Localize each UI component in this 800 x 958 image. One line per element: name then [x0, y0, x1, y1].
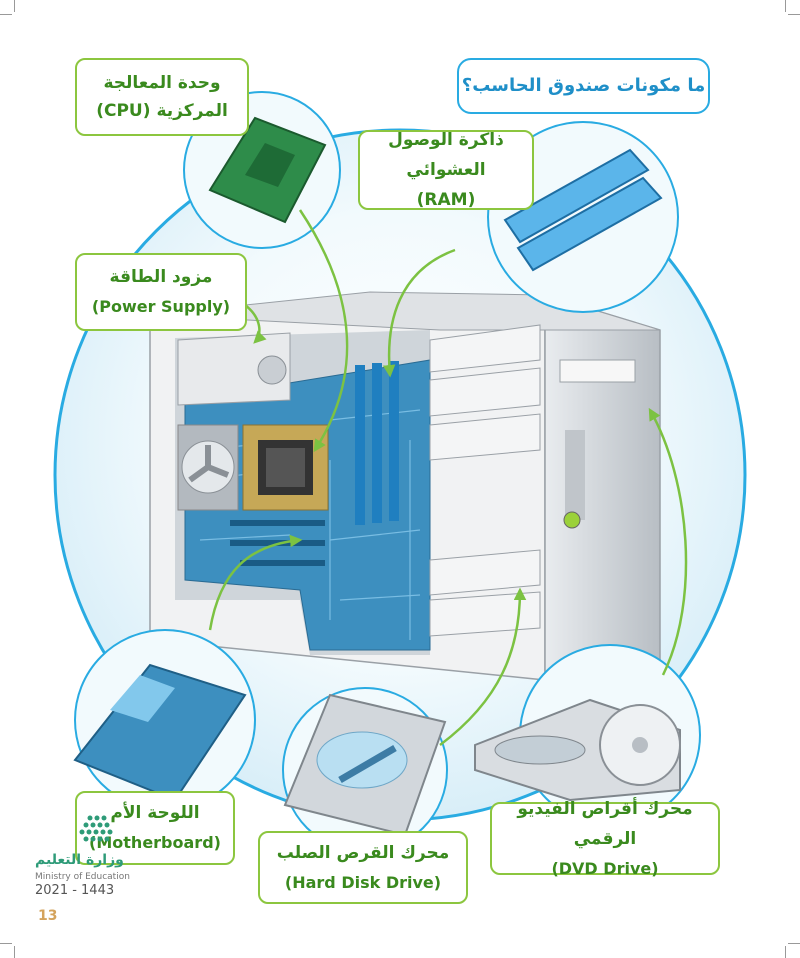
- ministry-logo-icon: [79, 815, 113, 842]
- crop-mark: [14, 0, 15, 12]
- motherboard-label-en: (Motherboard): [89, 833, 221, 852]
- ministry-name-en: Ministry of Education: [35, 872, 130, 882]
- crop-mark: [785, 0, 786, 12]
- crop-mark: [788, 14, 800, 15]
- dvd-label-ar: محرك أقراص الفيديو الرقمي: [517, 798, 693, 849]
- power-supply-label: مزود الطاقة (Power Supply): [75, 253, 247, 331]
- motherboard-label-ar: اللوحة الأم: [110, 803, 200, 823]
- dvd-label: محرك أقراص الفيديو الرقمي (DVD Drive): [490, 799, 720, 878]
- power-supply-label-en: (Power Supply): [91, 297, 231, 316]
- question-title: ما مكونات صندوق الحاسب؟: [457, 58, 710, 114]
- hdd-label-en: (Hard Disk Drive): [284, 872, 442, 892]
- crop-mark: [0, 943, 12, 944]
- crop-mark: [788, 943, 800, 944]
- motherboard-label: اللوحة الأم (Motherboard): [75, 791, 235, 865]
- cpu-label: وحدة المعالجة المركزية (CPU): [75, 58, 249, 136]
- pointer-arrows: [208, 209, 688, 746]
- ministry-name-ar: وزارة التعليم: [35, 852, 124, 868]
- crop-mark: [0, 14, 12, 15]
- ram-image: [487, 121, 679, 313]
- hdd-label-ar: محرك القرص الصلب: [276, 842, 450, 863]
- power-supply-label-ar: مزود الطاقة: [109, 267, 213, 287]
- crop-mark: [14, 946, 15, 958]
- crop-mark: [785, 946, 786, 958]
- motherboard-image: [73, 629, 256, 811]
- computer-case: [149, 291, 661, 701]
- dvd-image: [474, 644, 701, 826]
- page-number: 13: [38, 908, 58, 924]
- cpu-label-text: وحدة المعالجة المركزية (CPU): [96, 73, 228, 121]
- ram-label: ذاكرة الوصول العشوائي (RAM): [358, 130, 534, 210]
- hdd-label: محرك القرص الصلب (Hard Disk Drive): [258, 831, 468, 904]
- academic-year: 2021 - 1443: [35, 883, 115, 898]
- ram-label-text: ذاكرة الوصول العشوائي (RAM): [388, 130, 504, 210]
- dvd-label-en: (DVD Drive): [551, 858, 659, 878]
- hdd-image: [282, 687, 448, 853]
